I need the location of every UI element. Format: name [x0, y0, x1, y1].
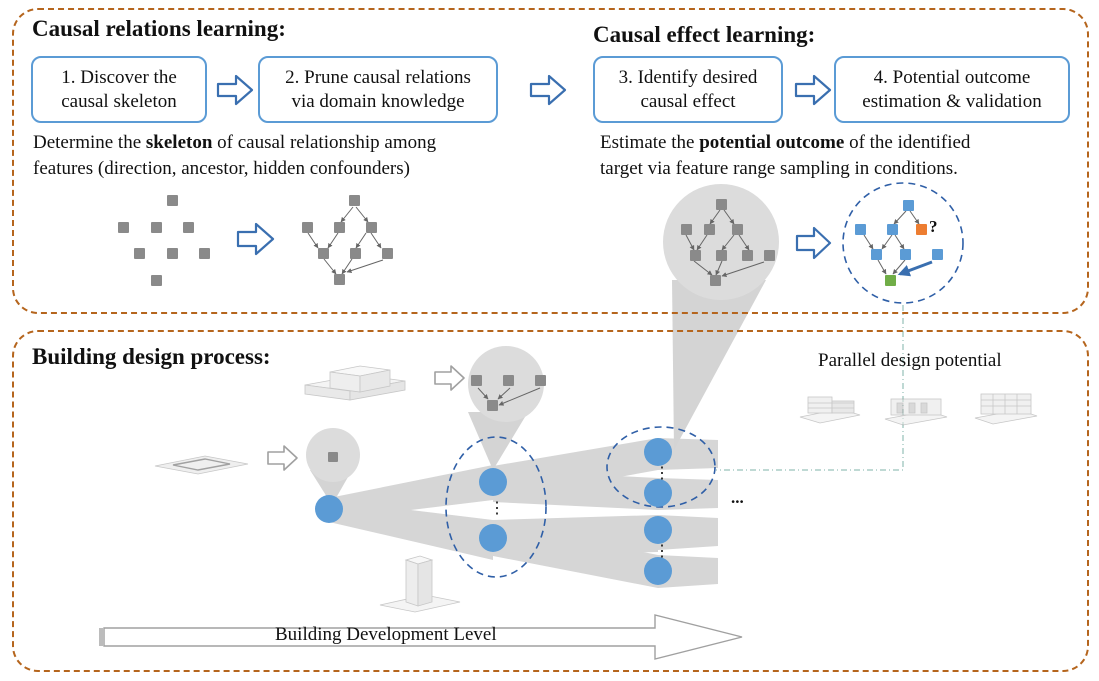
zoom-dag-mid	[471, 375, 546, 411]
causal-relations-description: Determine the skeleton of causal relatio…	[33, 130, 553, 182]
step-4-line2: estimation & validation	[862, 90, 1042, 112]
building-design-section	[12, 330, 1089, 672]
arrow-zoom-estimate	[795, 226, 832, 260]
step-1-line1: 1. Discover the	[61, 66, 177, 88]
step-3-line1: 3. Identify desired	[618, 66, 758, 88]
band-right-2	[658, 478, 718, 510]
arrow-skeleton-dag	[236, 222, 275, 256]
step-identify-effect: 3. Identify desired causal effect	[593, 56, 783, 123]
unknown-marker: ?	[929, 217, 938, 236]
stage-node-root	[315, 495, 343, 523]
step-discover-skeleton: 1. Discover the causal skeleton	[31, 56, 207, 123]
arrow-step3-4	[794, 74, 832, 106]
more-stages-ellipsis: ...	[731, 488, 744, 507]
link-connector	[716, 305, 904, 471]
mid-vertical-ellipsis: ⋮	[489, 500, 505, 517]
zoom-bubble-right	[663, 184, 779, 300]
parallel-design-label: Parallel design potential	[818, 350, 1002, 371]
gray-hollow-arrows	[267, 365, 465, 471]
design-bands	[329, 438, 718, 588]
band-right-3	[658, 515, 718, 550]
band-right-1	[658, 438, 718, 470]
stage-node-mid-2	[479, 524, 507, 552]
development-level-label: Building Development Level	[275, 624, 497, 645]
causal-effect-heading: Causal effect learning:	[593, 22, 816, 47]
building-design-heading: Building design process:	[32, 344, 271, 369]
level-arrow	[99, 614, 743, 660]
right-vertical-ellipsis-1: ⋮	[654, 465, 670, 482]
stage-node-right-4	[644, 557, 672, 585]
stage-node-right-1	[644, 438, 672, 466]
stage-node-mid-1	[479, 468, 507, 496]
target-node	[916, 224, 927, 235]
cone-right	[672, 280, 766, 450]
estimation-dag	[855, 200, 943, 286]
step-4-line1: 4. Potential outcome	[873, 66, 1031, 88]
step-outcome-estimation: 4. Potential outcome estimation & valida…	[834, 56, 1070, 123]
step-2-line1: 2. Prune causal relations	[285, 66, 471, 88]
step-prune-relations: 2. Prune causal relations via domain kno…	[258, 56, 498, 123]
skeleton-nodes	[118, 195, 210, 286]
hollow-arrows	[216, 74, 832, 260]
causal-effect-description: Estimate the potential outcome of the id…	[600, 130, 1080, 182]
causal-learning-section	[12, 8, 1089, 314]
band-mid-bottom2	[493, 522, 658, 588]
right-vertical-ellipsis-2: ⋮	[654, 543, 670, 560]
effect-arrow	[897, 260, 933, 277]
zoom-root-node	[328, 452, 338, 462]
stage-group-mid	[445, 436, 547, 578]
stage-node-right-3	[644, 516, 672, 544]
step-2-line2: via domain knowledge	[291, 90, 465, 112]
building-models	[154, 365, 1038, 613]
arrow-step2-3	[529, 74, 567, 106]
arrow-step1-2	[216, 74, 254, 106]
desc1-bold: skeleton	[145, 132, 213, 153]
desc1-suffix: of causal relationship among	[212, 132, 437, 153]
cone-mid	[468, 412, 528, 470]
stage-group-right	[606, 426, 716, 508]
zoom-dag-right	[681, 199, 775, 286]
step-3-line2: causal effect	[640, 90, 736, 112]
desc1-prefix: Determine the	[33, 132, 146, 153]
desc2-suffix: of the identified	[844, 132, 971, 153]
pruned-dag	[302, 195, 393, 285]
outcome-node	[885, 275, 896, 286]
desc2-prefix: Estimate the	[600, 132, 700, 153]
stage-nodes	[315, 438, 672, 585]
desc2-bold: potential outcome	[699, 132, 845, 153]
band-right-4	[658, 555, 718, 588]
causal-relations-heading: Causal relations learning:	[32, 16, 286, 41]
stage-node-right-2	[644, 479, 672, 507]
band-root-lower	[329, 500, 493, 560]
desc1-line2: features (direction, ancestor, hidden co…	[33, 158, 410, 179]
desc2-line2: target via feature range sampling in con…	[600, 158, 958, 179]
estimation-bubble	[842, 182, 964, 304]
band-mid-top2	[493, 470, 658, 510]
step-1-line2: causal skeleton	[61, 90, 177, 112]
